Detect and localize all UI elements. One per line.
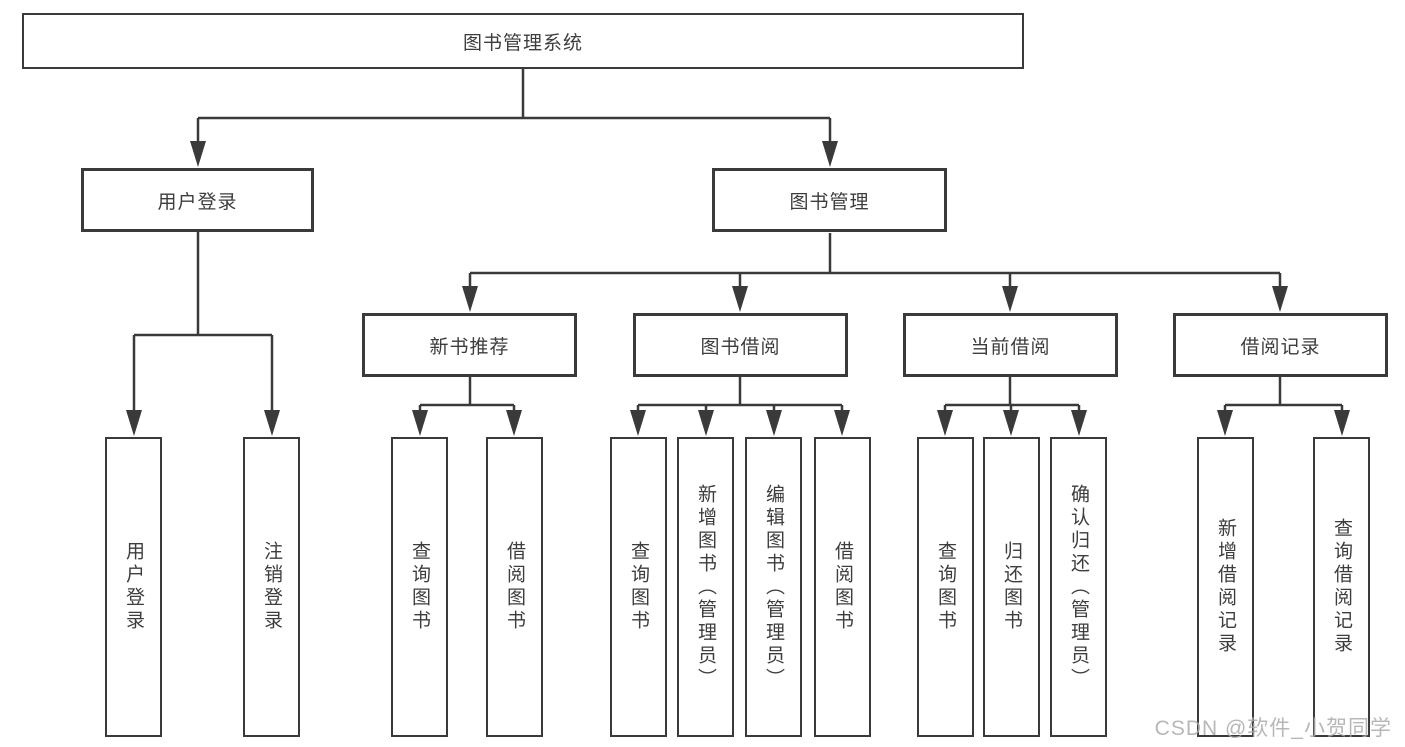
leaf-user-login: 用户登录 (105, 437, 162, 737)
node-borrow-records: 借阅记录 (1173, 313, 1388, 377)
node-label: 新增图书（管理员） (695, 483, 716, 691)
node-book-management: 图书管理 (712, 168, 947, 232)
connector-currentborrow-to-leaves (937, 377, 1087, 436)
node-label: 图书借阅 (700, 336, 781, 358)
node-label: 借阅图书 (504, 541, 525, 633)
leaf-add-book-admin: 新增图书（管理员） (677, 437, 734, 737)
node-label: 归还图书 (1001, 541, 1022, 633)
leaf-query-books-recommend: 查询图书 (391, 437, 448, 737)
node-label: 注销登录 (261, 541, 282, 633)
node-label: 查询图书 (628, 541, 649, 633)
leaf-logout: 注销登录 (243, 437, 300, 737)
node-label: 查询借阅记录 (1331, 518, 1352, 656)
node-label: 查询图书 (935, 541, 956, 633)
connector-userlogin-to-leaves (126, 232, 280, 436)
leaf-return-book: 归还图书 (983, 437, 1040, 737)
leaf-edit-book-admin: 编辑图书（管理员） (745, 437, 802, 737)
leaf-query-books-borrow: 查询图书 (610, 437, 667, 737)
leaf-confirm-return-admin: 确认归还（管理员） (1050, 437, 1107, 737)
leaf-query-borrow-record: 查询借阅记录 (1313, 437, 1370, 737)
node-book-borrow: 图书借阅 (633, 313, 848, 377)
node-label: 用户登录 (123, 541, 144, 633)
connector-bookborrow-to-leaves (630, 377, 850, 436)
node-label: 查询图书 (409, 541, 430, 633)
node-label: 确认归还（管理员） (1068, 483, 1089, 691)
node-library-system: 图书管理系统 (22, 13, 1024, 69)
node-new-book-recommend: 新书推荐 (362, 313, 577, 377)
node-label: 借阅图书 (832, 541, 853, 633)
connector-borrowrecord-to-leaves (1217, 377, 1350, 436)
node-label: 当前借阅 (970, 336, 1051, 358)
leaf-borrow-books: 借阅图书 (814, 437, 871, 737)
connector-root-to-level2 (190, 69, 838, 167)
node-label: 编辑图书（管理员） (763, 483, 784, 691)
node-label: 图书管理 (789, 191, 870, 213)
node-current-borrow: 当前借阅 (903, 313, 1118, 377)
connector-newbook-to-leaves (412, 377, 522, 436)
leaf-query-books-current: 查询图书 (917, 437, 974, 737)
node-label: 新增借阅记录 (1215, 518, 1236, 656)
node-label: 用户登录 (157, 191, 238, 213)
node-label: 新书推荐 (429, 336, 510, 358)
leaf-borrow-books-recommend: 借阅图书 (486, 437, 543, 737)
node-label: 借阅记录 (1240, 336, 1321, 358)
node-user-login: 用户登录 (81, 168, 314, 232)
leaf-add-borrow-record: 新增借阅记录 (1197, 437, 1254, 737)
node-label: 图书管理系统 (462, 32, 583, 54)
connector-bookmgmt-to-level3 (462, 233, 1288, 312)
